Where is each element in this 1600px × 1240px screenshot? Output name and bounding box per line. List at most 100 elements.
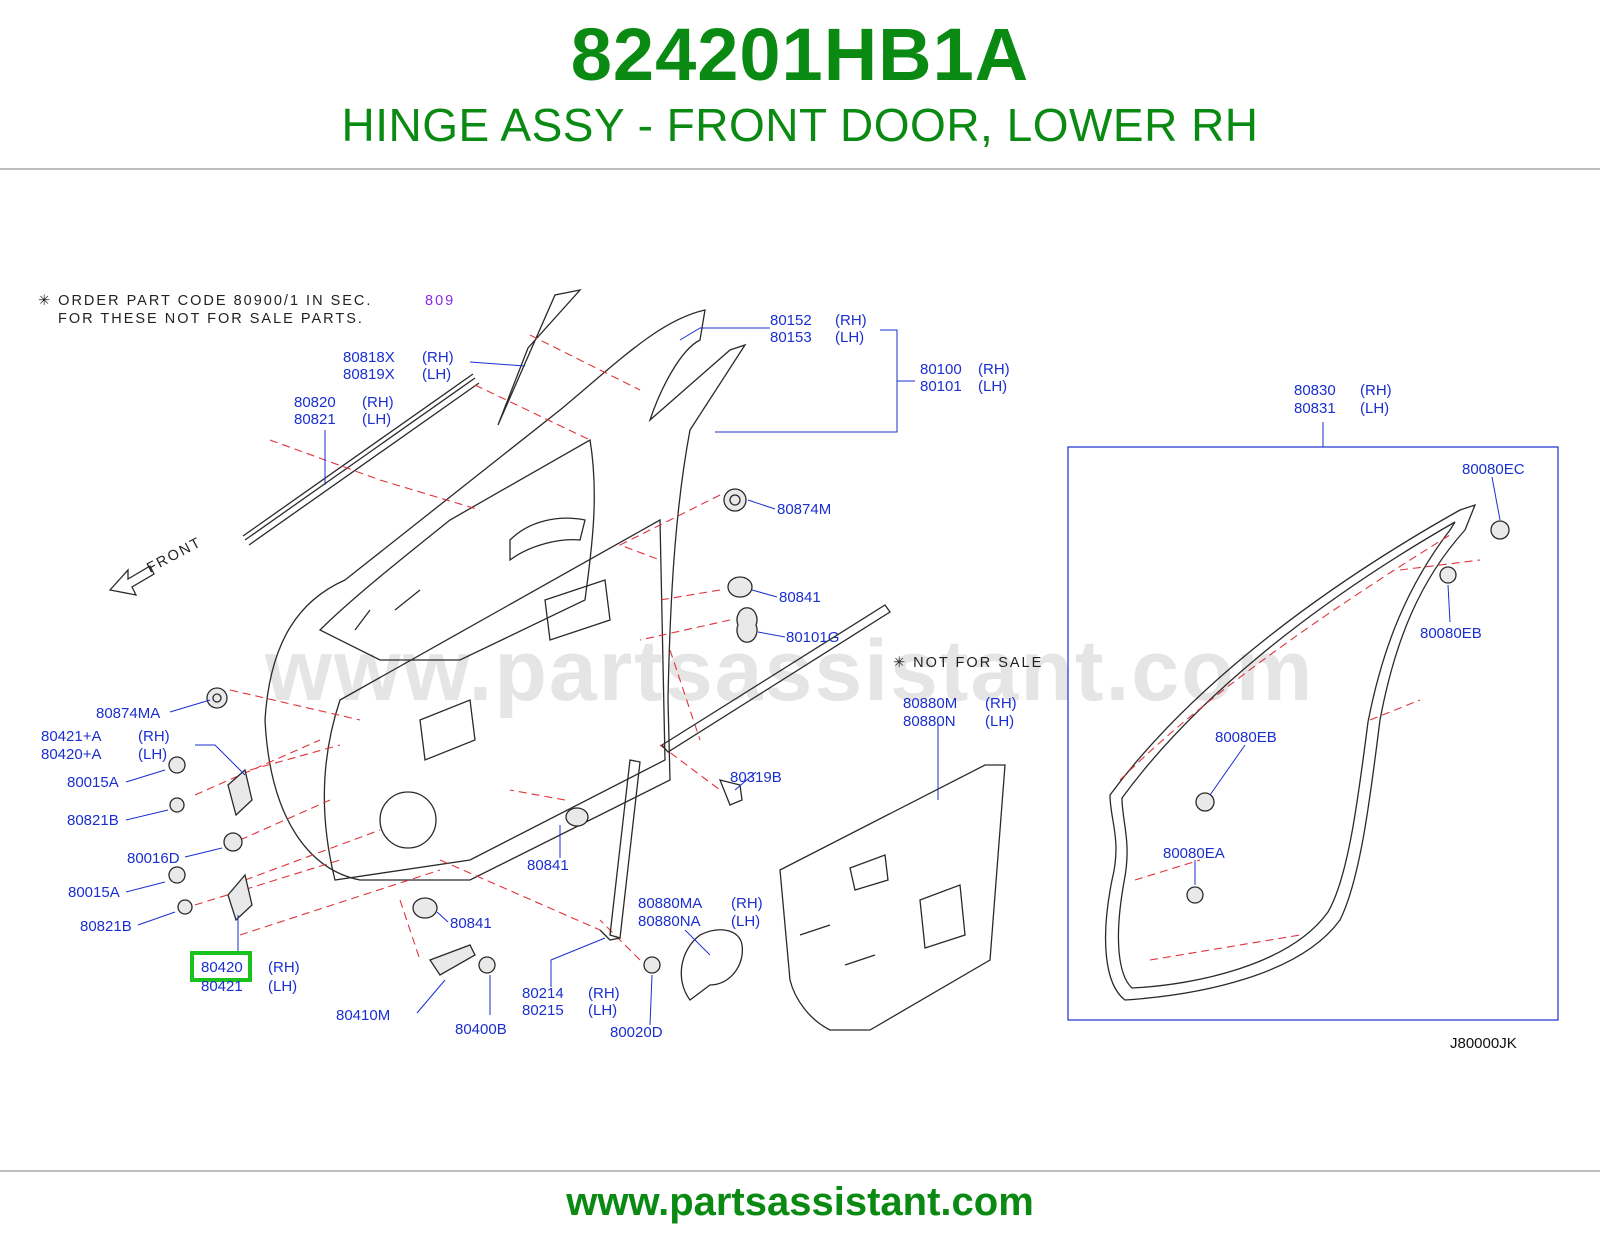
clip-80319b <box>718 779 743 806</box>
label-80420a-side: (LH) <box>138 746 167 763</box>
part-description: HINGE ASSY - FRONT DOOR, LOWER RH <box>341 99 1259 151</box>
label-80215-side: (LH) <box>588 1002 617 1019</box>
header-divider <box>0 168 1600 170</box>
label-80880na-side: (LH) <box>731 913 760 930</box>
label-80841-low[interactable]: 80841 <box>450 915 492 932</box>
bolt-80015a-lower <box>168 866 186 884</box>
leader-lines <box>125 327 1501 1026</box>
label-80020d[interactable]: 80020D <box>610 1024 663 1041</box>
grommet-80874m <box>723 488 747 512</box>
diagram-code: J80000JK <box>1450 1035 1517 1052</box>
label-80101-side: (LH) <box>978 378 1007 395</box>
label-80841-mid[interactable]: 80841 <box>527 857 569 874</box>
label-80152[interactable]: 80152 <box>770 312 812 329</box>
label-80821b-lower[interactable]: 80821B <box>80 918 132 935</box>
label-80015a-upper[interactable]: 80015A <box>67 774 119 791</box>
label-80820[interactable]: 80820 <box>294 394 336 411</box>
label-80819x[interactable]: 80819X <box>343 366 395 383</box>
door-trim-panel-80880m <box>779 764 1006 1031</box>
footer-site-url[interactable]: www.partsassistant.com <box>566 1180 1034 1224</box>
label-80015a-lower[interactable]: 80015A <box>68 884 120 901</box>
front-arrow-icon <box>108 565 155 596</box>
label-80818x[interactable]: 80818X <box>343 349 395 366</box>
not-for-sale-note: ✳ NOT FOR SALE <box>893 655 1043 671</box>
order-note-line1: ✳ ORDER PART CODE 80900/1 IN SEC. <box>38 293 372 309</box>
footer-divider <box>0 1170 1600 1172</box>
label-80421a-side: (RH) <box>138 728 170 745</box>
label-80100-side: (RH) <box>978 361 1010 378</box>
label-80820-side: (RH) <box>362 394 394 411</box>
label-80874m[interactable]: 80874M <box>777 501 831 518</box>
front-label: FRONT <box>144 534 204 576</box>
label-80100[interactable]: 80100 <box>920 361 962 378</box>
label-80819x-side: (LH) <box>422 366 451 383</box>
door-shell-part <box>264 309 747 881</box>
label-80410m[interactable]: 80410M <box>336 1007 390 1024</box>
label-80880m[interactable]: 80880M <box>903 695 957 712</box>
plug-80841-mid <box>565 807 589 827</box>
label-80153-side: (LH) <box>835 329 864 346</box>
part-labels: 80152 (RH) 80153 (LH) 80100 (RH) 80101 (… <box>41 312 1525 1041</box>
label-80421-side: (LH) <box>268 978 297 995</box>
label-80821[interactable]: 80821 <box>294 411 336 428</box>
label-80400b[interactable]: 80400B <box>455 1021 507 1038</box>
section-809-link[interactable]: 809 <box>425 293 455 309</box>
grommet-80874ma <box>206 687 228 709</box>
clip-80080ea <box>1186 886 1204 904</box>
label-80420a[interactable]: 80420+A <box>41 746 101 763</box>
label-80874ma[interactable]: 80874MA <box>96 705 160 722</box>
nut-80821b-lower <box>177 899 193 915</box>
clip-80080eb-upper <box>1439 566 1457 584</box>
label-80831-side: (LH) <box>1360 400 1389 417</box>
highlight-box-80420 <box>190 951 252 982</box>
label-80080ec[interactable]: 80080EC <box>1462 461 1525 478</box>
label-80880ma[interactable]: 80880MA <box>638 895 702 912</box>
clip-80080ec <box>1490 520 1510 540</box>
label-80818x-side: (RH) <box>422 349 454 366</box>
upper-hinge-part <box>227 768 253 817</box>
label-80080ea[interactable]: 80080EA <box>1163 845 1225 862</box>
label-80420[interactable]: 80420 <box>201 959 243 976</box>
plug-80841-low <box>412 897 438 919</box>
label-80880ma-side: (RH) <box>731 895 763 912</box>
watermark: www.partsassistant.com <box>264 623 1314 719</box>
label-80319b[interactable]: 80319B <box>730 769 782 786</box>
label-80841-top[interactable]: 80841 <box>779 589 821 606</box>
plug-80841-top <box>727 576 753 598</box>
part-number-title: 824201HB1A <box>570 13 1030 96</box>
label-80880n-side: (LH) <box>985 713 1014 730</box>
weatherstrip-clips <box>1186 520 1510 904</box>
belt-molding-part <box>661 604 891 753</box>
label-80821b-upper[interactable]: 80821B <box>67 812 119 829</box>
label-80880na[interactable]: 80880NA <box>638 913 701 930</box>
label-80080eb-lower[interactable]: 80080EB <box>1215 729 1277 746</box>
weatherstrip-guide-lines <box>1119 534 1481 961</box>
bolt-80016d <box>223 832 243 852</box>
label-80831[interactable]: 80831 <box>1294 400 1336 417</box>
sealing-screen-80880ma <box>680 929 744 1001</box>
label-80080eb-upper[interactable]: 80080EB <box>1420 625 1482 642</box>
clip-80080eb-lower <box>1195 792 1215 812</box>
label-80421a[interactable]: 80421+A <box>41 728 101 745</box>
lower-hinge-part-80420 <box>227 873 253 922</box>
label-80214-side: (RH) <box>588 985 620 1002</box>
small-parts <box>168 488 758 976</box>
bumper-80101g <box>736 607 758 643</box>
label-80153[interactable]: 80153 <box>770 329 812 346</box>
bolt-80400b <box>478 956 496 974</box>
label-80421[interactable]: 80421 <box>201 978 243 995</box>
label-80880m-side: (RH) <box>985 695 1017 712</box>
nut-80821b-upper <box>169 797 185 813</box>
bolt-80015a-upper <box>168 756 186 774</box>
label-80016d[interactable]: 80016D <box>127 850 180 867</box>
screw-80020d <box>643 956 661 974</box>
label-80101g[interactable]: 80101G <box>786 629 839 646</box>
glass-run-channel-80214 <box>599 759 641 941</box>
label-80101[interactable]: 80101 <box>920 378 962 395</box>
assembly-guide-lines <box>194 334 731 961</box>
label-80830[interactable]: 80830 <box>1294 382 1336 399</box>
label-80880n[interactable]: 80880N <box>903 713 956 730</box>
label-80214[interactable]: 80214 <box>522 985 564 1002</box>
label-80215[interactable]: 80215 <box>522 1002 564 1019</box>
